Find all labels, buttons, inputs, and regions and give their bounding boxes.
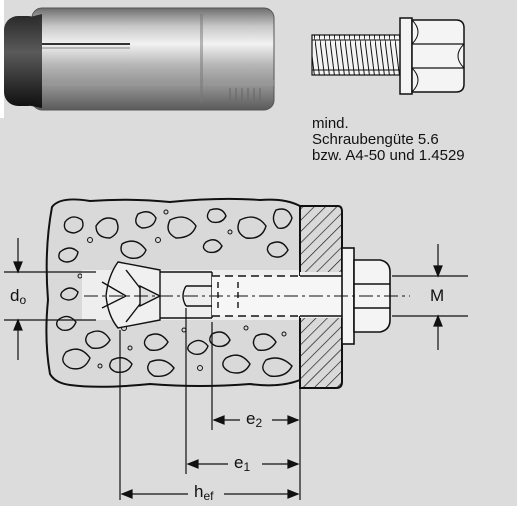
note-line-3: bzw. A4-50 und 1.4529 [312, 147, 465, 164]
e2-label: e2 [246, 409, 263, 430]
m-label: M [430, 286, 445, 305]
anchor-sleeve-photo [0, 0, 275, 118]
e2-dimension [211, 322, 301, 500]
e1-dimension [185, 308, 300, 474]
note-line-1: mind. [312, 115, 349, 132]
bolt-grade-note: mind. Schraubengüte 5.6 bzw. A4-50 und 1… [312, 116, 465, 164]
hef-label: hef [194, 482, 214, 503]
hef-dimension [119, 330, 300, 500]
note-line-2: Schraubengüte 5.6 [312, 131, 439, 148]
d0-label: do [10, 286, 27, 307]
e1-label: e1 [234, 453, 251, 474]
d0-dimension [4, 238, 96, 360]
anchor-sleeve-section [101, 261, 213, 329]
bolt-icon [311, 17, 465, 95]
m-dimension [392, 244, 468, 350]
